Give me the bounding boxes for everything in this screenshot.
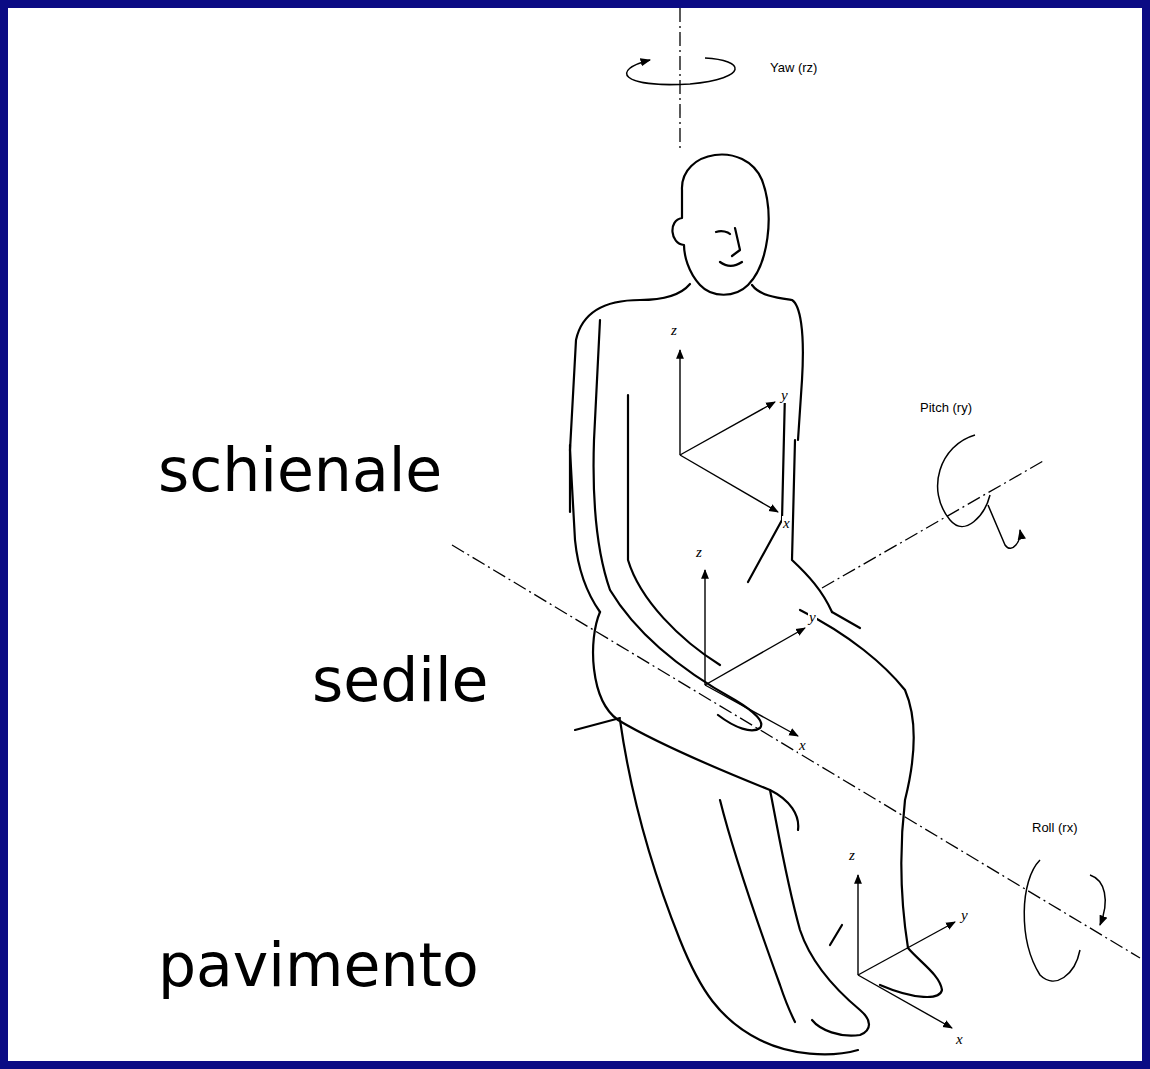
axis-letter: z bbox=[695, 545, 703, 560]
axis-letter: x bbox=[782, 516, 791, 531]
rotation-label: Yaw (rz) bbox=[768, 60, 819, 75]
part-label: schienale bbox=[158, 440, 442, 500]
part-label: pavimento bbox=[158, 935, 479, 995]
rotation-label: Pitch (ry) bbox=[918, 400, 974, 415]
axis-letter: z bbox=[848, 848, 856, 863]
axis-letter: y bbox=[960, 908, 969, 923]
axis-letter: x bbox=[955, 1032, 964, 1047]
rotation-label: Roll (rx) bbox=[1030, 820, 1080, 835]
axis-letter: y bbox=[808, 610, 817, 625]
axis-letter: y bbox=[780, 388, 789, 403]
part-label: sedile bbox=[312, 650, 489, 710]
axis-letter: x bbox=[798, 738, 807, 753]
axis-letter: z bbox=[670, 323, 678, 338]
